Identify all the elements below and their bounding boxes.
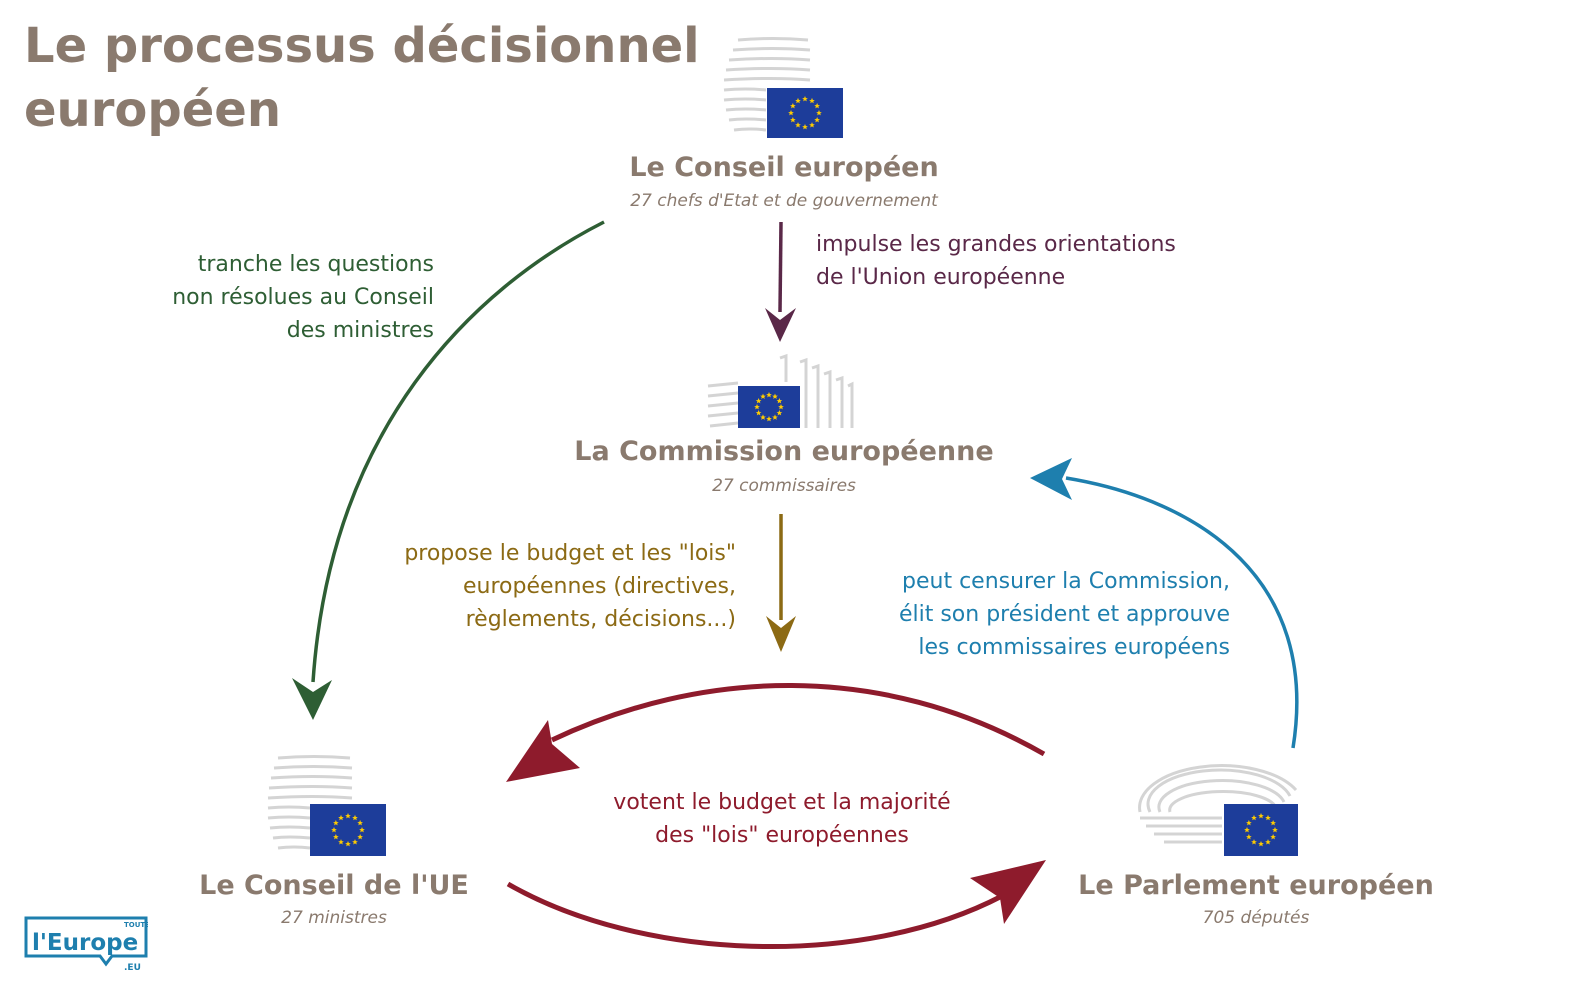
title-line-2: européen: [24, 82, 282, 138]
commission-subtitle: 27 commissaires: [712, 476, 856, 496]
label-line: tranche les questions: [197, 252, 434, 277]
european-council-name: Le Conseil européen: [629, 152, 939, 183]
label-line: des ministres: [286, 318, 434, 343]
label-line: des "lois" européennes: [655, 823, 909, 848]
title-line-1: Le processus décisionnel: [24, 18, 700, 74]
council-eu-subtitle: 27 ministres: [281, 908, 387, 928]
label-commission-to-council-eu: propose le budget et les "lois" européen…: [330, 537, 736, 636]
european-council-flag-icon: [767, 88, 843, 138]
council-eu-building-icon: [267, 755, 353, 850]
label-line: de l'Union européenne: [816, 265, 1066, 290]
council-eu-name: Le Conseil de l'UE: [199, 870, 469, 901]
label-line: règlements, décisions...): [465, 607, 736, 632]
label-line: européennes (directives,: [462, 574, 736, 599]
diagram-title: Le processus décisionnel européen: [24, 14, 724, 142]
parliament-subtitle: 705 députés: [1202, 908, 1310, 928]
european-council-building-icon: [723, 37, 811, 132]
parliament-name: Le Parlement européen: [1078, 870, 1434, 901]
label-line: élit son président et approuve: [898, 602, 1230, 627]
label-line: non résolues au Conseil: [172, 285, 434, 310]
label-council-to-council-eu: tranche les questions non résolues au Co…: [100, 248, 434, 347]
logo-suffix-text: .EU: [124, 963, 141, 973]
commission-building-icon: [707, 353, 854, 428]
arrow-council-to-council-eu: [292, 220, 605, 720]
label-line: les commissaires européens: [918, 635, 1230, 660]
arrow-commission-to-council-eu: [766, 514, 796, 652]
label-line: peut censurer la Commission,: [902, 569, 1230, 594]
commission-name: La Commission européenne: [574, 436, 994, 467]
arrow-parliament-to-council-eu: [506, 683, 1046, 782]
label-vote: votent le budget et la majorité des "loi…: [562, 786, 1002, 852]
arrow-parliament-to-commission: [1030, 458, 1299, 749]
council-eu-flag-icon: [310, 804, 386, 856]
european-council-subtitle: 27 chefs d'Etat et de gouvernement: [630, 191, 938, 211]
toute-leurope-logo: TOUTE l'Europe .EU: [24, 916, 150, 973]
label-line: impulse les grandes orientations: [816, 232, 1176, 257]
arrow-council-to-commission: [765, 221, 796, 342]
logo-main-text: l'Europe: [32, 930, 138, 956]
logo-top-text: TOUTE: [124, 921, 148, 929]
label-council-to-commission: impulse les grandes orientations de l'Un…: [816, 228, 1256, 294]
parliament-flag-icon: [1224, 804, 1298, 856]
label-parliament-to-commission: peut censurer la Commission, élit son pr…: [820, 565, 1230, 664]
arrow-council-eu-to-parliament: [506, 860, 1046, 950]
label-line: propose le budget et les "lois": [404, 541, 736, 566]
parliament-building-icon: [1138, 764, 1298, 844]
logo-mark: TOUTE l'Europe .EU: [24, 916, 150, 973]
commission-flag-icon: [738, 386, 800, 428]
label-line: votent le budget et la majorité: [613, 790, 951, 815]
